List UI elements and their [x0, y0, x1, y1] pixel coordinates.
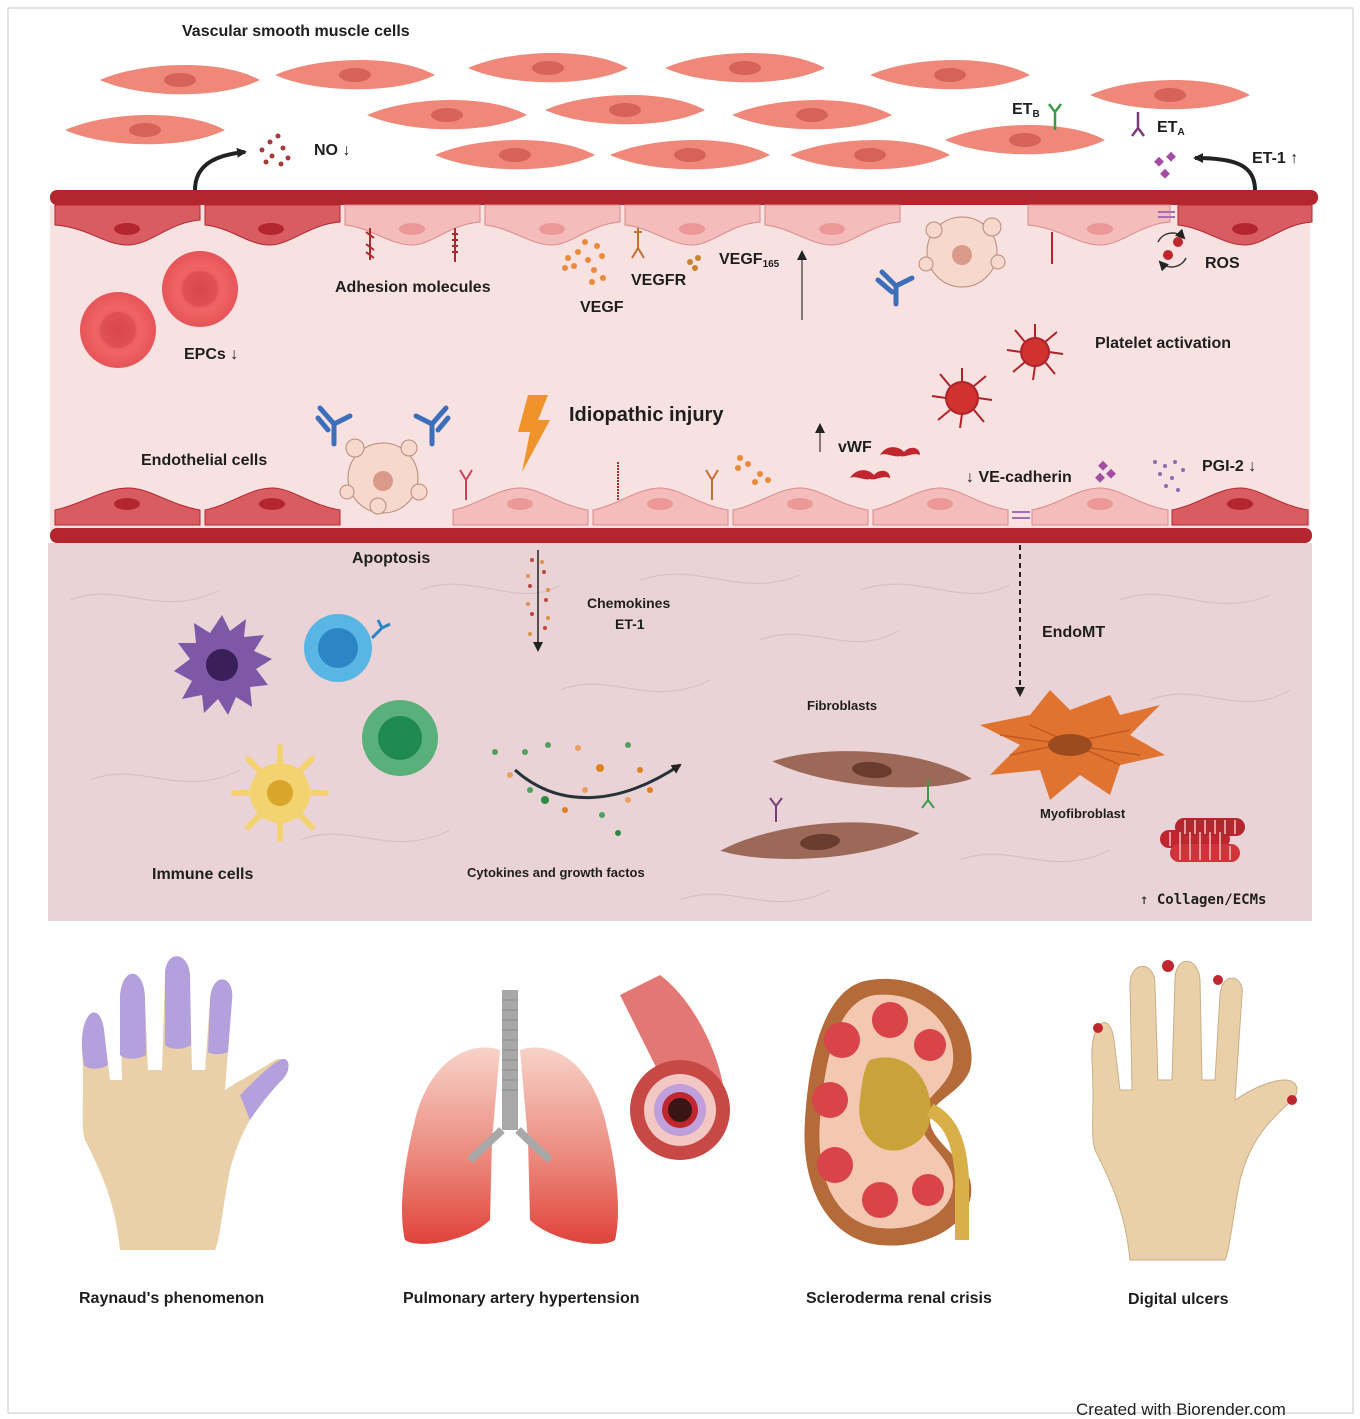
et1-top-label: ET-1	[1252, 151, 1298, 167]
apoptosis-label: Apoptosis	[352, 551, 430, 567]
endothelial-cells-label: Endothelial cells	[141, 453, 267, 469]
credit-label: Created with Biorender.com	[1076, 1401, 1286, 1418]
platelet-activation-label: Platelet activation	[1095, 336, 1231, 352]
immune-lymphocyte-green	[362, 700, 438, 776]
et1-molecules	[1154, 152, 1176, 179]
digital-ulcers-hand-icon	[1092, 960, 1297, 1260]
condition-digital-ulcers-label: Digital ulcers	[1128, 1292, 1228, 1308]
kidney-icon	[804, 979, 971, 1246]
condition-pah-label: Pulmonary artery hypertension	[403, 1291, 640, 1307]
immune-cells-label: Immune cells	[152, 867, 253, 883]
fibroblasts-label: Fibroblasts	[807, 699, 877, 712]
epcs-label: EPCs	[184, 347, 238, 363]
et1-bottom-label: ET-1	[615, 617, 645, 631]
chemokines-label: Chemokines	[587, 596, 670, 610]
et1-arrow	[1195, 158, 1255, 190]
condition-raynaud-label: Raynaud's phenomenon	[79, 1291, 264, 1307]
pgi2-label: PGI-2	[1202, 459, 1256, 475]
vegfr-label: VEGFR	[631, 273, 686, 289]
condition-renal-crisis-label: Scleroderma renal crisis	[806, 1291, 992, 1307]
no-label: NO	[314, 143, 350, 159]
lower-vessel-wall	[50, 528, 1312, 543]
eta-label: ETA	[1157, 120, 1185, 138]
endomt-label: EndoMT	[1042, 625, 1105, 641]
upper-vessel-wall	[50, 190, 1318, 205]
vessel-lumen	[50, 205, 1310, 530]
no-release-arrow	[195, 152, 245, 190]
cytokines-label: Cytokines and growth factos	[467, 866, 645, 879]
myofibroblast-label: Myofibroblast	[1040, 807, 1125, 820]
ros-label: ROS	[1205, 256, 1240, 272]
artery-cross-section-icon	[620, 975, 730, 1160]
idiopathic-injury-label: Idiopathic injury	[569, 405, 723, 425]
eta-receptor	[1132, 112, 1144, 136]
vegf165-label: VEGF165	[719, 252, 779, 270]
immune-dendritic-yellow	[234, 747, 326, 839]
vegf-label: VEGF	[580, 300, 624, 316]
vwf-label: vWF	[838, 440, 872, 456]
raynaud-hand-icon	[82, 956, 289, 1250]
etb-label: ETB	[1012, 102, 1040, 120]
ve-cadherin-label: ↓ VE-cadherin	[966, 470, 1072, 486]
adhesion-molecules-label: Adhesion molecules	[335, 280, 491, 296]
no-molecules	[260, 134, 291, 167]
lungs-icon	[402, 990, 618, 1244]
collagen-label: ↑ Collagen/ECMs	[1140, 893, 1266, 907]
vsmc-label: Vascular smooth muscle cells	[182, 24, 410, 40]
